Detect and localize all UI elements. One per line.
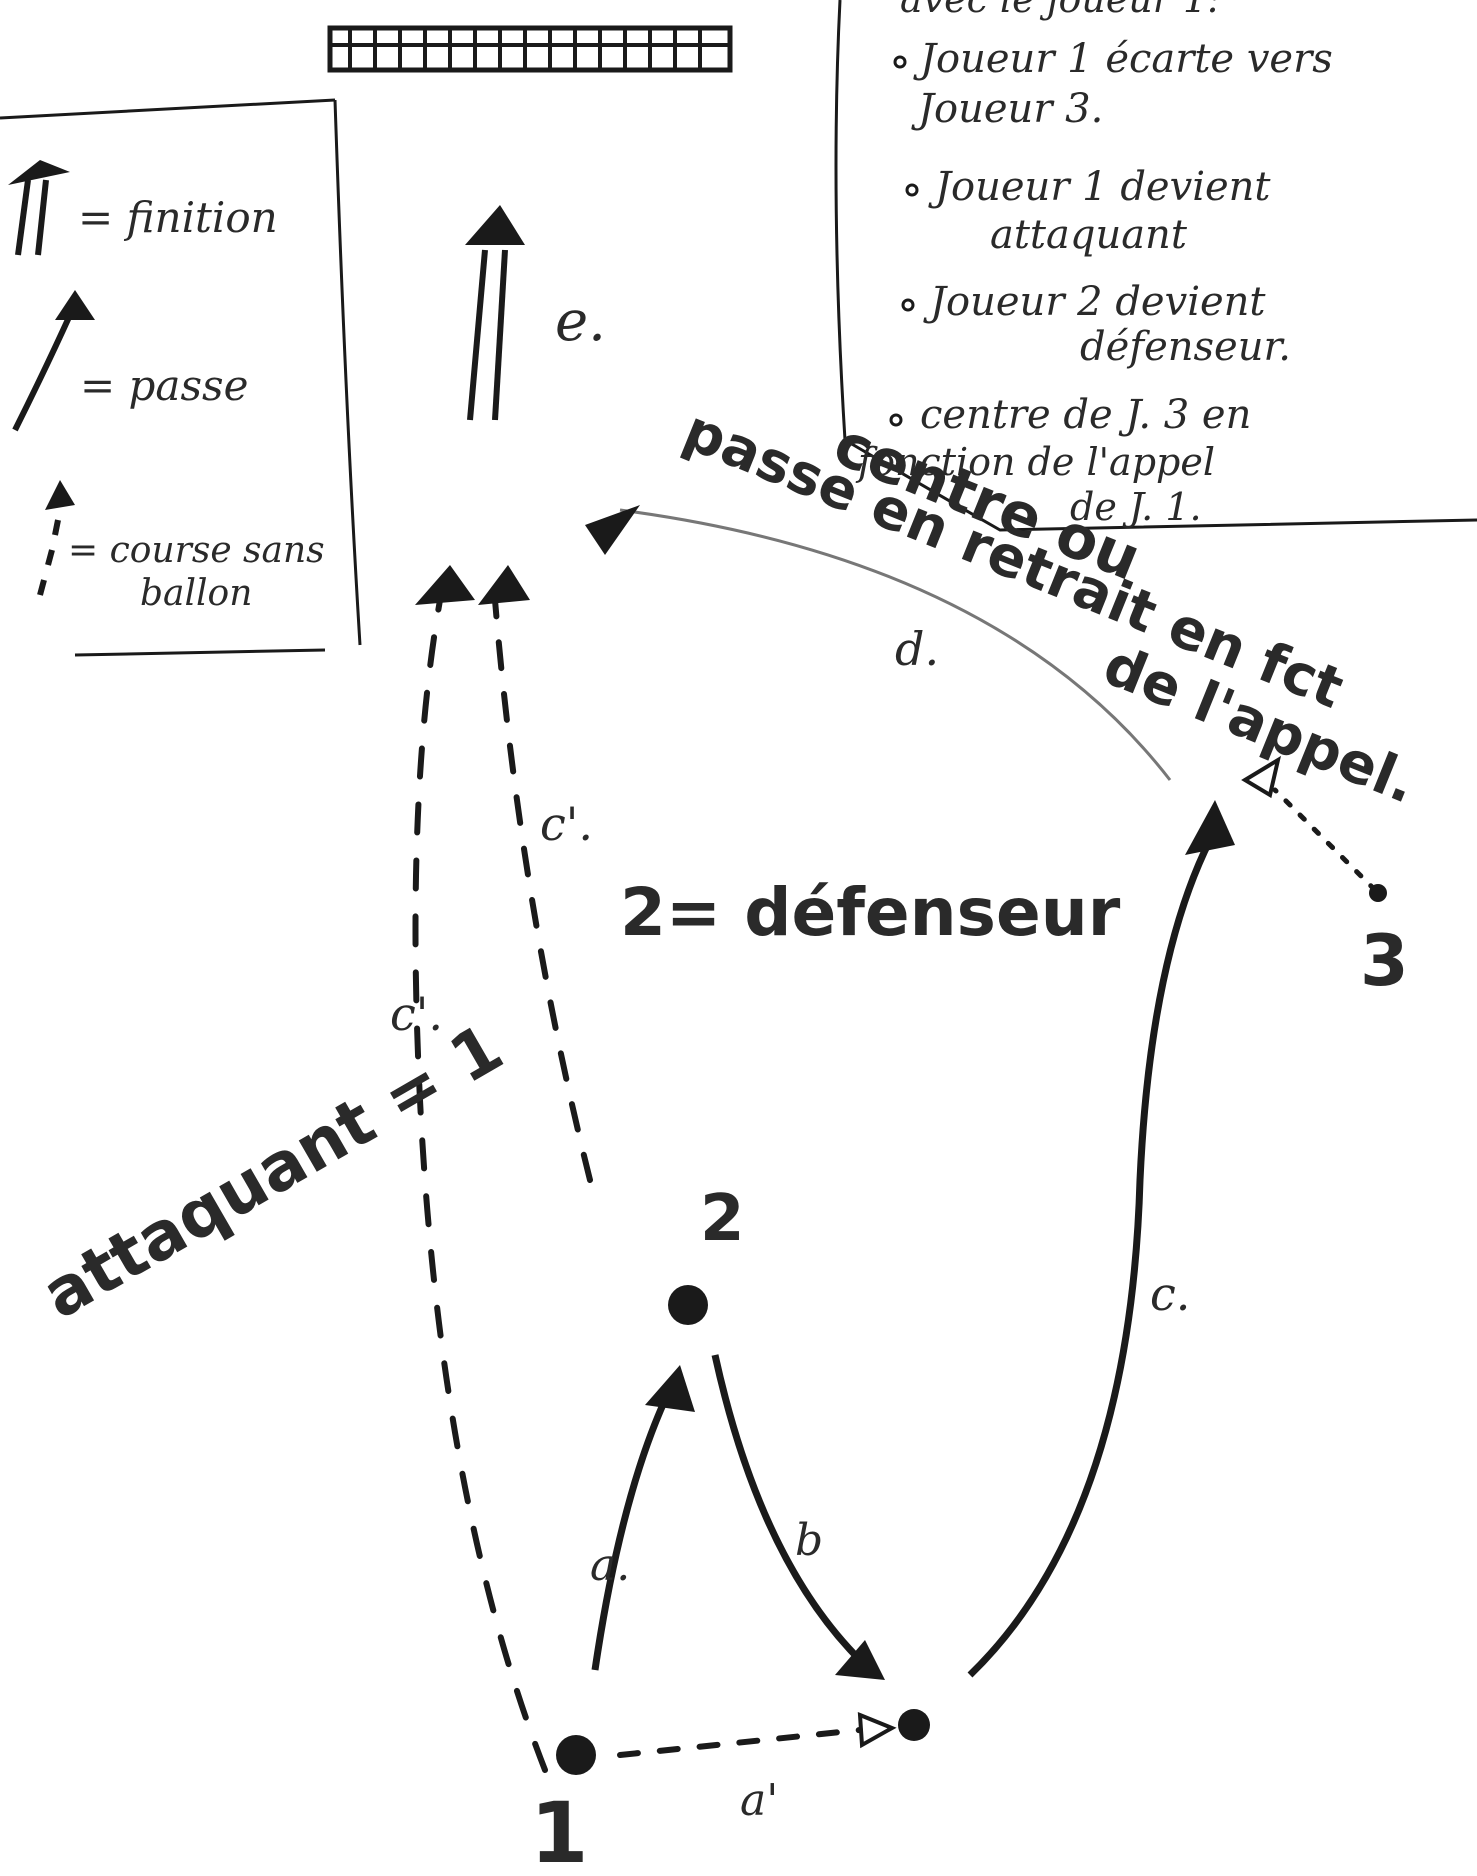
step-c-prime-label-2: c'. bbox=[540, 797, 593, 851]
passe-legend-icon bbox=[12, 290, 95, 432]
note-item-2b: attaquant bbox=[990, 212, 1188, 258]
pitch-lines bbox=[0, 0, 1477, 657]
attaquant-label: attaquant = 1 bbox=[30, 1009, 516, 1334]
note-item-4: centre de J. 3 en bbox=[920, 392, 1251, 438]
step-c-label: c. bbox=[1150, 1267, 1190, 1321]
notes-top-line: avec le joueur 1: bbox=[900, 0, 1220, 21]
pass-c bbox=[967, 800, 1235, 1678]
bullet-icon bbox=[889, 413, 903, 427]
note-item-1b: Joueur 3. bbox=[911, 86, 1103, 132]
finition-legend-label: = finition bbox=[78, 193, 278, 242]
player-2-dot bbox=[668, 1285, 708, 1325]
player-2-label: 2 bbox=[700, 1182, 745, 1256]
player3-run bbox=[1241, 755, 1378, 893]
run-c-prime-1 bbox=[412, 565, 548, 1773]
finition-legend-icon bbox=[8, 160, 70, 256]
passe-legend-label: = passe bbox=[80, 361, 248, 410]
player-1-secondary-dot bbox=[898, 1709, 930, 1741]
note-item-3b: défenseur. bbox=[1080, 324, 1291, 370]
step-a-prime-label: a' bbox=[740, 1775, 778, 1826]
step-c-prime-label-1: c'. bbox=[390, 987, 443, 1041]
note-item-4c: de J. 1. bbox=[1070, 485, 1202, 529]
course-legend-icon bbox=[37, 480, 75, 596]
run-c-prime-2 bbox=[478, 565, 593, 1183]
note-item-3: Joueur 2 devient bbox=[923, 279, 1266, 325]
note-item-4b: fonction de l'appel bbox=[855, 440, 1215, 484]
note-item-2: Joueur 1 devient bbox=[928, 164, 1271, 210]
pass-d bbox=[585, 505, 1172, 781]
step-e-label: e. bbox=[555, 289, 606, 354]
player-3-label: 3 bbox=[1360, 920, 1409, 1002]
goal bbox=[327, 25, 733, 73]
player-3-dot bbox=[1369, 884, 1387, 902]
step-a-label: a. bbox=[590, 1540, 630, 1591]
note-item-1: Joueur 1 écarte vers bbox=[913, 36, 1333, 82]
course-legend-label-line2: ballon bbox=[140, 573, 252, 614]
step-b-label: b bbox=[795, 1515, 823, 1566]
notes-block: avec le joueur 1: Joueur 1 écarte vers J… bbox=[855, 0, 1333, 529]
bullet-icon bbox=[893, 55, 907, 69]
defenseur-label: 2= défenseur bbox=[620, 874, 1121, 951]
finition-arrow bbox=[465, 205, 525, 421]
bullet-icon bbox=[901, 298, 915, 312]
bullet-icon bbox=[905, 183, 919, 197]
pass-a bbox=[591, 1365, 695, 1671]
player-1-label: 1 bbox=[530, 1784, 588, 1876]
course-legend-label-line1: = course sans bbox=[68, 530, 325, 571]
step-d-label: d. bbox=[895, 622, 939, 676]
player-1-dot bbox=[556, 1735, 596, 1775]
legend: = finition = passe = course sans ballon bbox=[8, 160, 325, 614]
pass-b bbox=[711, 1354, 885, 1680]
run-a-prime bbox=[617, 1711, 897, 1758]
